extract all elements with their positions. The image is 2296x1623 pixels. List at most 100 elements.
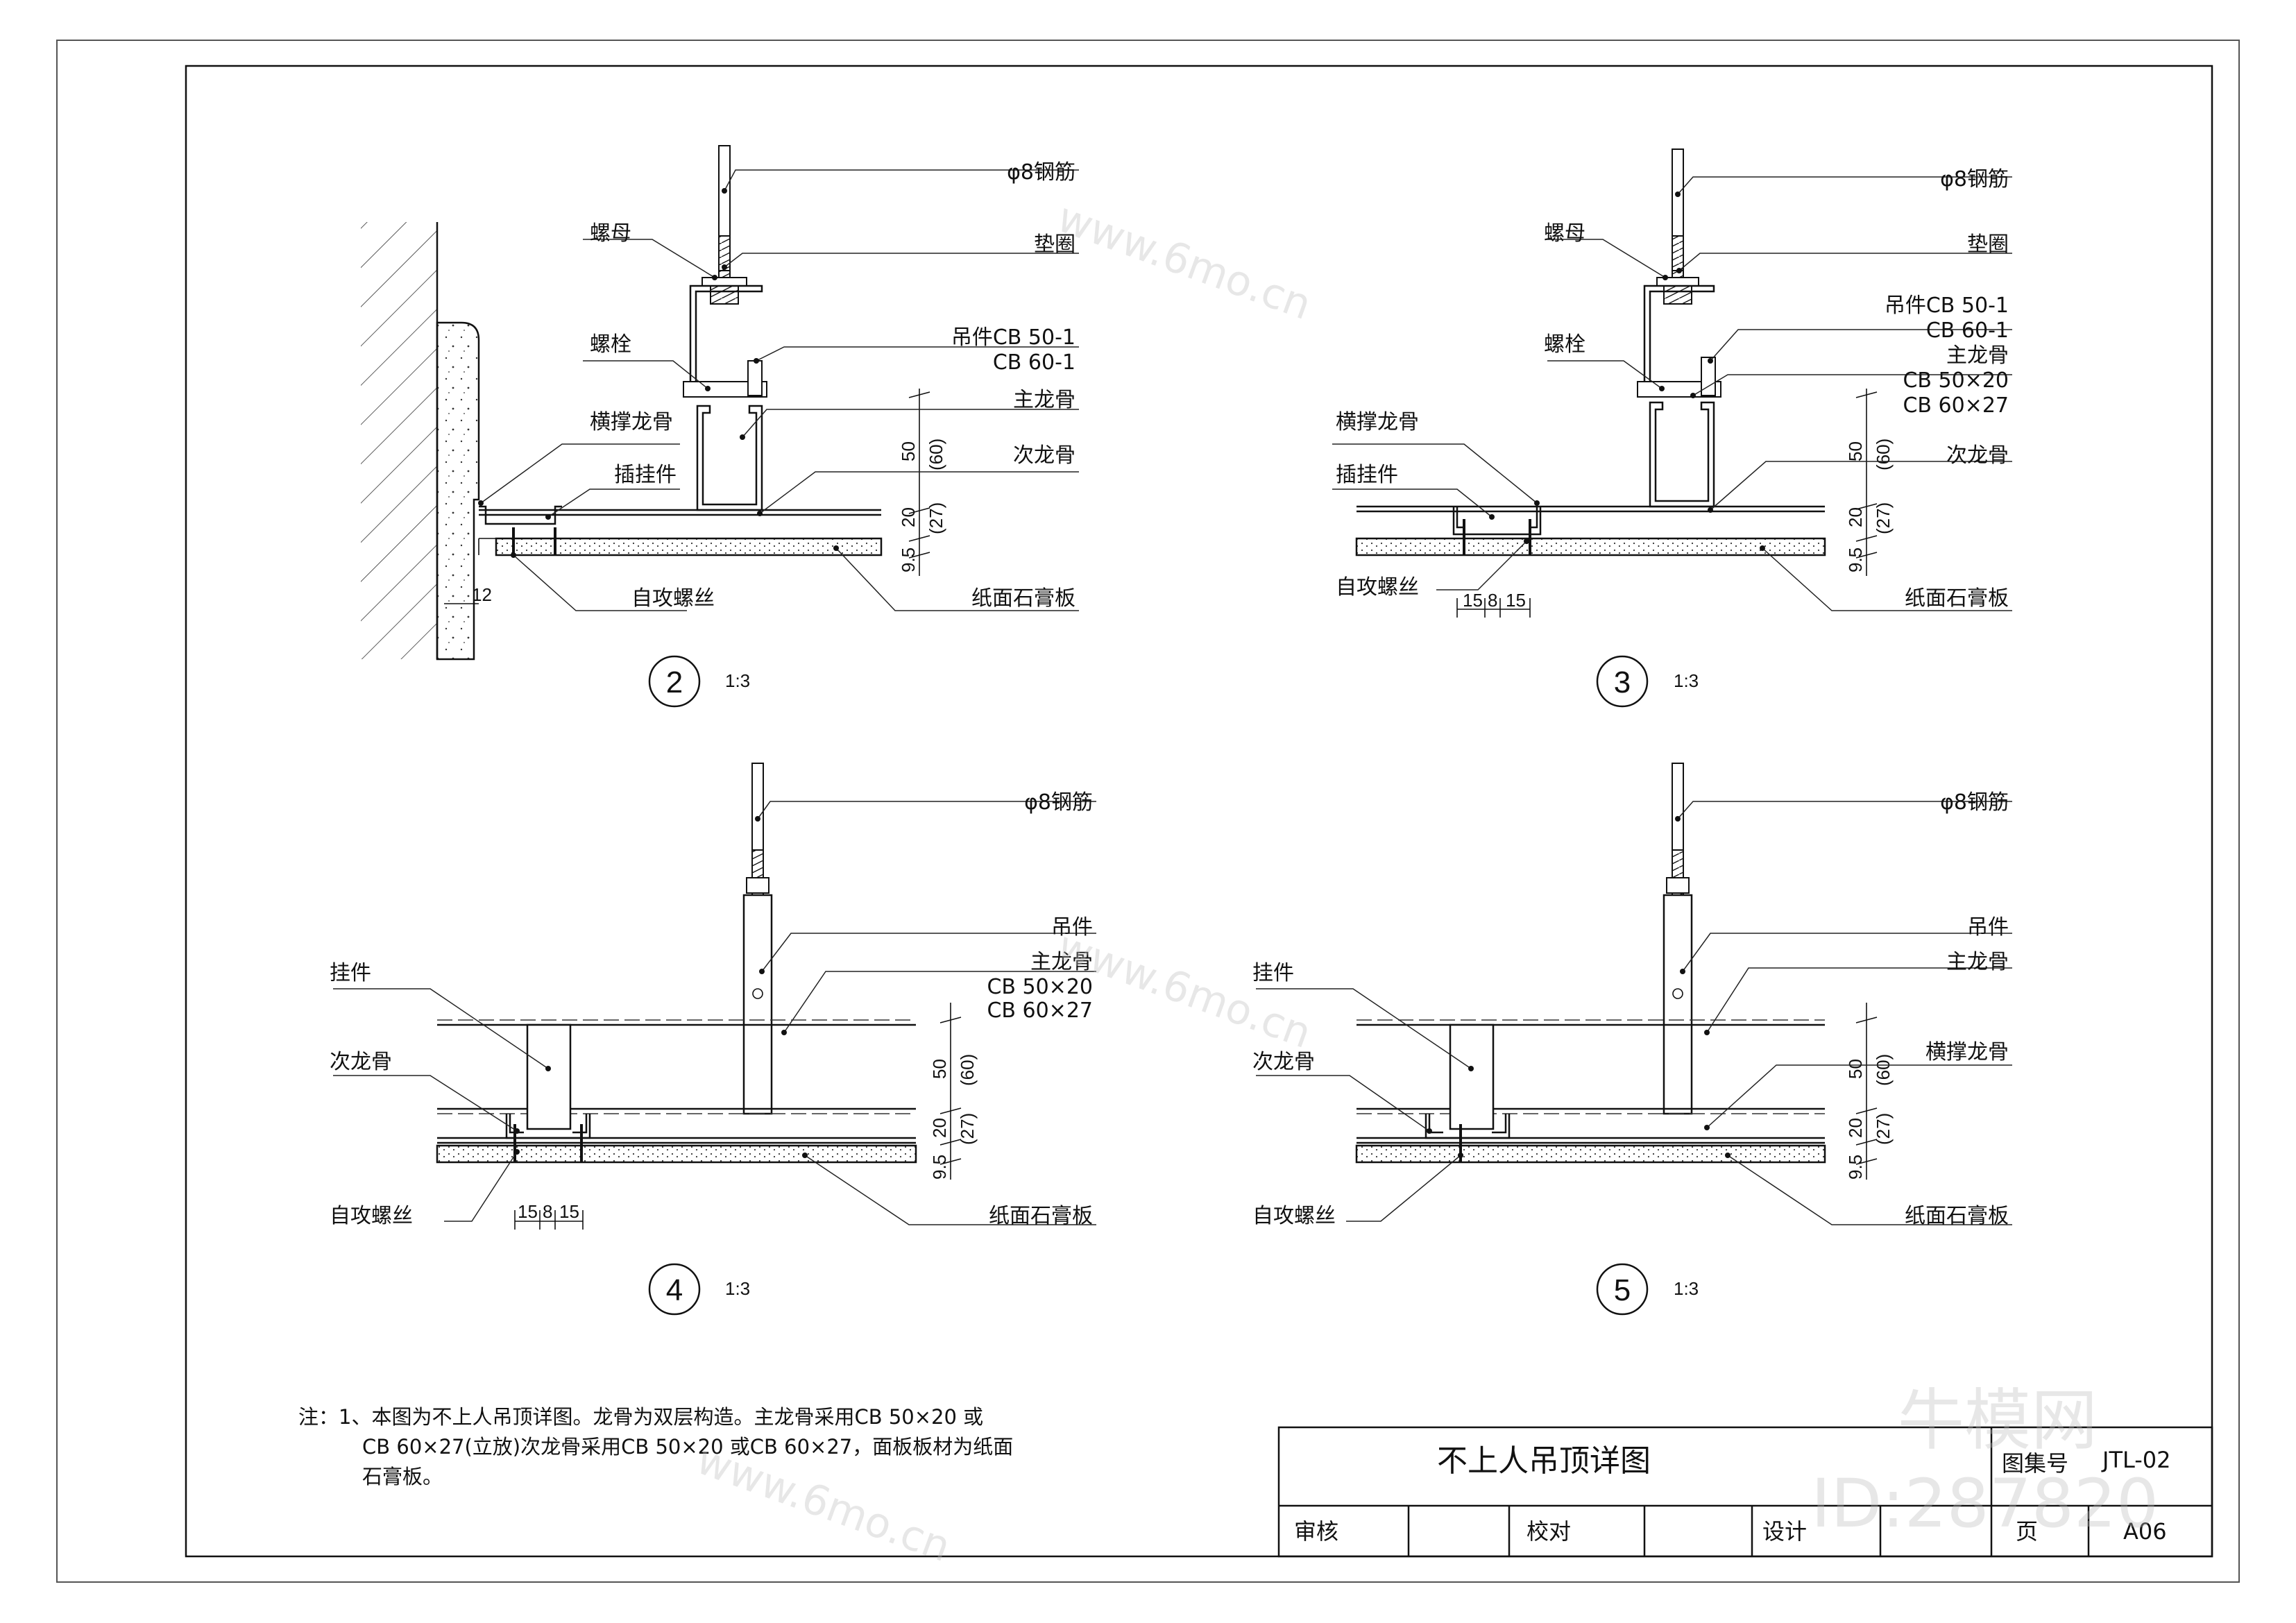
washer	[701, 277, 747, 287]
dim-50: 50	[929, 1059, 950, 1079]
inner-frame	[185, 65, 2213, 1558]
dim-50: 50	[898, 441, 919, 461]
detail-scale: 1:3	[1674, 1278, 1699, 1299]
label-gypsum: 纸面石膏板	[1905, 586, 2009, 611]
atlas-label: 图集号	[2002, 1450, 2068, 1477]
hanger	[1663, 894, 1693, 1115]
label-hanger: 吊件	[1967, 915, 2009, 940]
label-main-keel-spec-1: CB 50×20	[1903, 368, 2009, 393]
label-main-keel-spec-1: CB 50×20	[987, 975, 1093, 999]
dim-20: 20	[929, 1118, 950, 1138]
nut	[710, 285, 739, 305]
dim-27: (27)	[926, 502, 946, 534]
label-screw: 自攻螺丝	[330, 1204, 413, 1228]
label-sub-keel: 次龙骨	[1946, 443, 2009, 468]
dim-60: (60)	[1873, 439, 1894, 470]
label-sub-keel: 次龙骨	[1252, 1050, 1315, 1074]
label-rebar: φ8钢筋	[1024, 790, 1093, 815]
watermark-id: ID:287820	[1811, 1465, 2159, 1543]
outer-frame	[56, 40, 2240, 1583]
label-sub-keel: 次龙骨	[1013, 443, 1075, 468]
dim-60: (60)	[926, 439, 946, 470]
dim-27: (27)	[1873, 502, 1894, 534]
label-rebar: φ8钢筋	[1007, 160, 1075, 185]
dim-60: (60)	[957, 1054, 978, 1086]
label-main-keel: 主龙骨	[1946, 343, 2009, 368]
review-label: 审核	[1294, 1518, 1338, 1545]
dim-20: 20	[1845, 1118, 1866, 1138]
watermark-url: www.6mo.cn	[1051, 193, 1318, 330]
dim-9.5: 9.5	[929, 1155, 950, 1180]
watermark-logo: 牛模网	[1898, 1382, 2098, 1459]
dim-8: 8	[1488, 590, 1497, 611]
detail-scale: 1:3	[725, 670, 750, 691]
detail-3: 50 (60) 20 (27) 9.5 15 8 15 φ8钢筋 螺母 垫圈 螺…	[1332, 148, 2012, 708]
dim-9.5: 9.5	[1845, 1155, 1866, 1180]
dim-60: (60)	[1873, 1054, 1894, 1086]
label-nut: 螺母	[590, 221, 631, 246]
cross-keel	[1425, 1114, 1511, 1139]
label-clip: 挂件	[330, 961, 371, 985]
detail-5: 50 (60) 20 (27) 9.5 φ8钢筋 吊件 主龙骨 横撑龙骨 挂件 …	[1252, 763, 2012, 1316]
page-number: A06	[2123, 1518, 2167, 1545]
clip	[526, 1023, 572, 1130]
label-hanger: 吊件CB 50-1	[1885, 294, 2009, 318]
detail-number: 2	[666, 665, 683, 699]
note-line-1: 注：1、本图为不上人吊顶详图。龙骨为双层构造。主龙骨采用CB 50×20 或	[298, 1405, 983, 1429]
drawing-title: 不上人吊顶详图	[1437, 1443, 1651, 1479]
label-nut: 螺母	[1544, 221, 1585, 246]
gypsum-board	[495, 537, 883, 556]
label-cross-keel: 横撑龙骨	[1336, 410, 1419, 434]
label-screw: 自攻螺丝	[631, 586, 715, 611]
note-line-3: 石膏板。	[362, 1465, 443, 1488]
label-rebar: φ8钢筋	[1940, 790, 2009, 815]
label-bolt: 螺栓	[590, 332, 631, 357]
sub-keel	[505, 1114, 591, 1139]
note-line-2: CB 60×27(立放)次龙骨采用CB 50×20 或CB 60×27，面板板材…	[362, 1435, 1013, 1459]
nut	[1666, 877, 1690, 894]
dim-9.5: 9.5	[1845, 547, 1866, 572]
dim-8: 8	[543, 1201, 552, 1222]
dim-15a: 15	[1463, 590, 1483, 611]
label-hanger-2: CB 60-1	[1926, 318, 2009, 343]
main-keel	[1649, 401, 1715, 508]
clip	[1449, 1023, 1495, 1130]
dim-15b: 15	[559, 1201, 579, 1222]
nut	[1663, 285, 1692, 305]
detail-scale: 1:3	[1674, 670, 1699, 691]
nut	[746, 877, 769, 894]
label-screw: 自攻螺丝	[1252, 1204, 1336, 1228]
gypsum-board	[436, 1144, 917, 1164]
title-block: 不上人吊顶详图 图集号 JTL-02 审核 校对 设计 页 A06	[1277, 1426, 2213, 1558]
label-hanger: 吊件CB 50-1	[951, 325, 1075, 350]
dim-15b: 15	[1506, 590, 1526, 611]
cross-keel	[1452, 507, 1542, 536]
label-main-keel: 主龙骨	[1013, 388, 1075, 412]
detail-number: 4	[666, 1273, 683, 1307]
label-insert: 插挂件	[614, 463, 677, 487]
label-insert: 插挂件	[1336, 463, 1398, 487]
gypsum-board	[1355, 537, 1826, 556]
dim-9.5: 9.5	[898, 547, 919, 572]
atlas-number: JTL-02	[2101, 1447, 2171, 1473]
dim-15a: 15	[518, 1201, 538, 1222]
wall-plaster	[436, 321, 480, 661]
label-clip: 挂件	[1252, 961, 1294, 985]
label-main-keel: 主龙骨	[1030, 950, 1093, 974]
gypsum-board	[1355, 1144, 1826, 1164]
label-main-keel-spec-2: CB 60×27	[1903, 393, 2009, 418]
label-cross-keel: 横撑龙骨	[590, 410, 673, 434]
label-screw: 自攻螺丝	[1336, 575, 1419, 600]
dim-20: 20	[898, 507, 919, 527]
label-washer: 垫圈	[1034, 232, 1075, 257]
dim-50: 50	[1845, 1059, 1866, 1079]
dim-20: 20	[1845, 507, 1866, 527]
main-keel	[696, 405, 763, 511]
hanger	[742, 894, 773, 1115]
cross-keel	[479, 505, 562, 525]
dim-12: 12	[472, 584, 492, 605]
hanger	[1643, 284, 1715, 385]
design-label: 设计	[1762, 1518, 1807, 1545]
label-gypsum: 纸面石膏板	[971, 586, 1075, 611]
label-cross-keel: 横撑龙骨	[1925, 1040, 2009, 1064]
